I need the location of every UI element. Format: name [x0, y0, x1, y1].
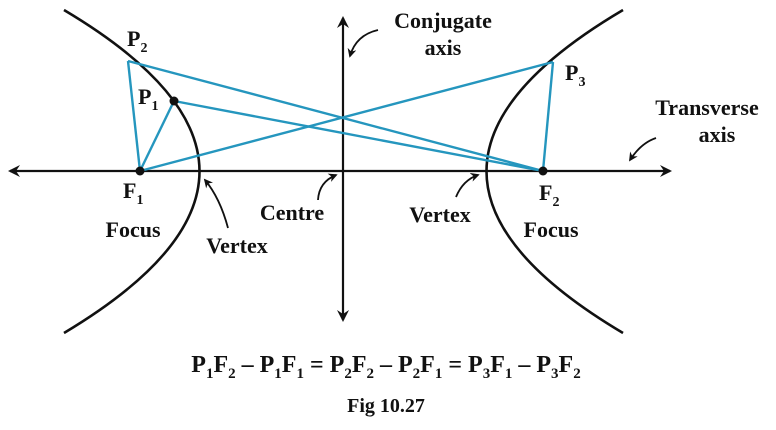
equation-term: 2 [228, 366, 236, 382]
vertex-right-pointer-arrow [455, 173, 480, 198]
equation-term: 2 [367, 366, 375, 382]
equation-term: F [213, 352, 228, 378]
centre-pointer-arrow [317, 173, 338, 201]
focus-right-label: Focus [524, 217, 579, 242]
equation-term: F [352, 352, 367, 378]
equation-term: – [374, 352, 398, 378]
equation-term: F [490, 352, 505, 378]
equation-term: 2 [413, 366, 421, 382]
focus-f1-label: F1 [123, 178, 143, 208]
equation-term: 1 [435, 366, 443, 382]
transverse-pointer-arrow [629, 137, 657, 162]
focus-f1-marker [135, 166, 145, 176]
equation-term: P [191, 352, 206, 378]
point-p1-label: P1 [138, 84, 158, 114]
segment-p2-f1 [126, 60, 142, 172]
segment-p1-f1 [138, 100, 176, 172]
point-p1-marker [169, 96, 179, 106]
equation-term: 1 [296, 366, 304, 382]
vertex-right-label: Vertex [409, 202, 471, 227]
conjugate-label-line1: Conjugate [394, 8, 492, 33]
focal-segments [126, 59, 555, 173]
equation-term: P [468, 352, 483, 378]
equation-term: F [559, 352, 574, 378]
equation-term: F [282, 352, 297, 378]
conjugate-pointer-arrow [347, 29, 379, 58]
equation-term: P [330, 352, 345, 378]
focus-f2-marker [538, 166, 548, 176]
left-branch-curve [63, 8, 201, 335]
equation-term: F [420, 352, 435, 378]
transverse-label-line2: axis [699, 122, 736, 147]
equation-term: 1 [206, 366, 214, 382]
equation-term: – [512, 352, 536, 378]
equation-term: = [442, 352, 468, 378]
conjugate-label-line2: axis [425, 35, 462, 60]
right-branch-curve [485, 8, 624, 335]
equation-term: 2 [344, 366, 352, 382]
equation-term: P [536, 352, 551, 378]
point-p3-label: P3 [565, 60, 585, 90]
equation-term: 1 [505, 366, 513, 382]
focus-f2-label: F2 [539, 180, 559, 210]
centre-label: Centre [260, 200, 325, 225]
equation-term: 2 [573, 366, 581, 382]
figure-caption: Fig 10.27 [347, 395, 425, 417]
segment-p2-f2 [127, 59, 544, 173]
equation-term: 3 [551, 366, 559, 382]
segment-p3-f2 [541, 61, 555, 172]
transverse-label-line1: Transverse [655, 95, 759, 120]
vertex-left-pointer-arrow [203, 178, 229, 229]
segment-p1-f2 [173, 99, 544, 173]
equation-term: P [398, 352, 413, 378]
equation: P1F2 – P1F1 = P2F2 – P2F1 = P3F1 – P3F2 [191, 352, 580, 382]
equation-term: = [304, 352, 330, 378]
point-p2-label: P2 [127, 26, 147, 56]
equation-term: P [260, 352, 275, 378]
segment-p3-f1 [139, 60, 554, 173]
equation-term: 1 [274, 366, 282, 382]
vertex-left-label: Vertex [206, 233, 268, 258]
focus-left-label: Focus [106, 217, 161, 242]
equation-term: 3 [483, 366, 491, 382]
equation-term: – [236, 352, 260, 378]
